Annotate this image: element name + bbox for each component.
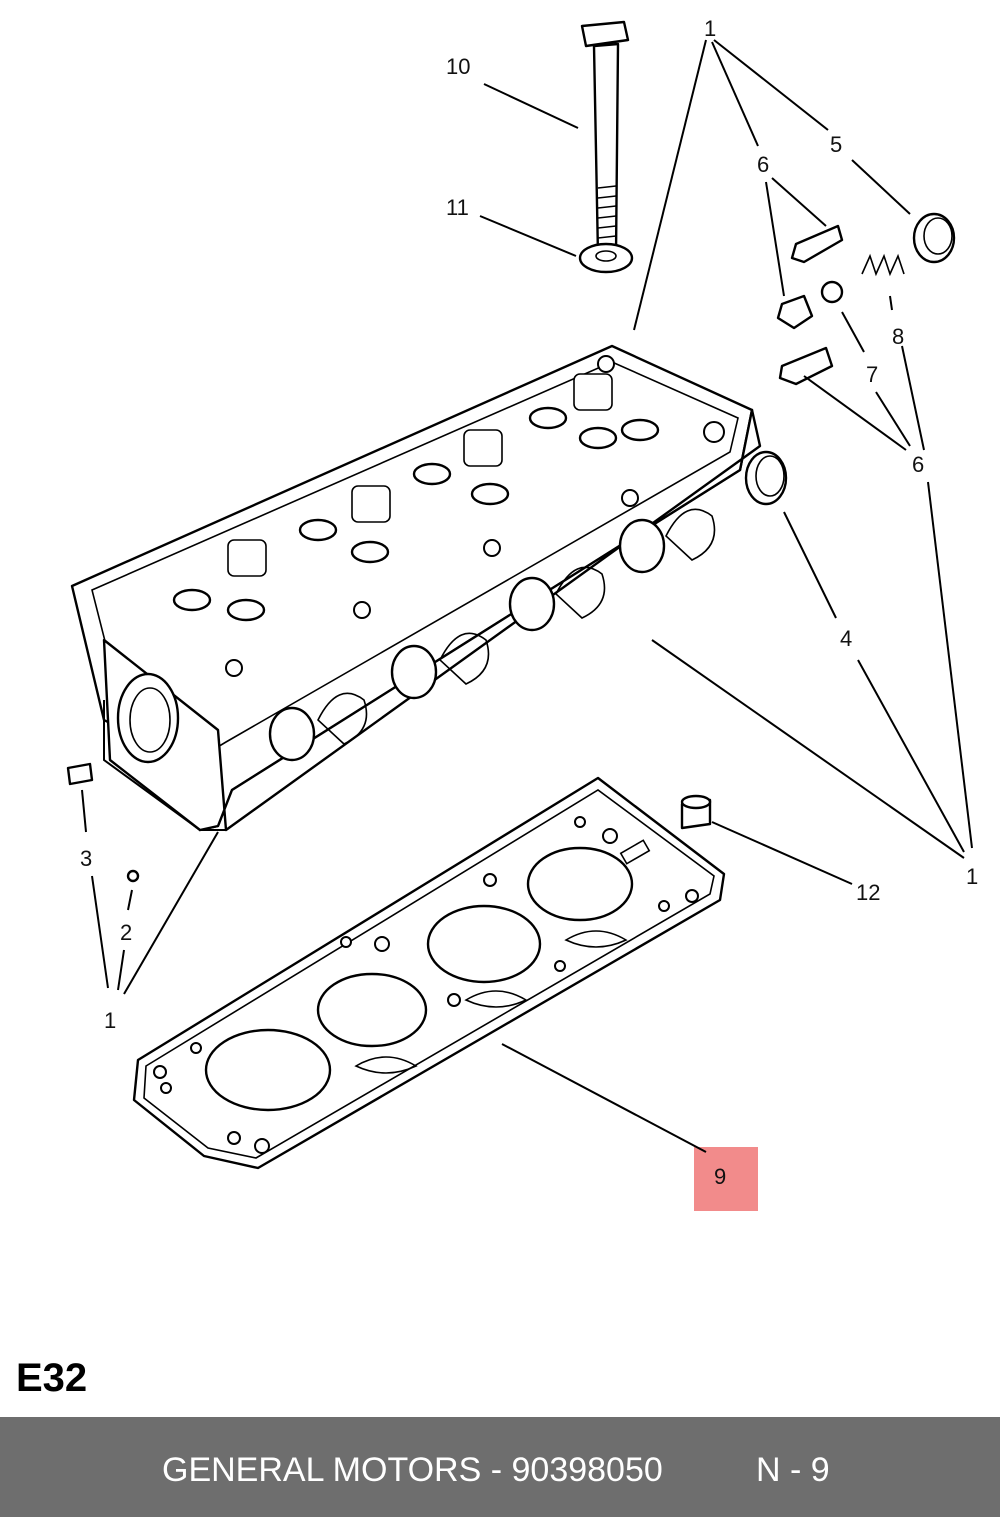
leader-lines: [81, 39, 973, 1153]
spring-8: [861, 253, 905, 277]
head-bolt: [580, 20, 630, 258]
callout-1-left: 1: [104, 1008, 116, 1033]
callout-11: 11: [446, 195, 469, 220]
callout-6-top: 6: [757, 152, 769, 177]
clip-lower: [778, 346, 834, 386]
callout-10: 10: [446, 54, 470, 79]
callout-9: 9: [714, 1164, 726, 1189]
plug-3: [66, 762, 94, 786]
cap-plug-5: [912, 212, 956, 264]
ring-2: [126, 869, 140, 883]
callout-8: 8: [892, 324, 904, 349]
callout-12: 12: [856, 880, 880, 905]
cap-plug-4: [744, 450, 788, 506]
head-gasket: [132, 776, 726, 1170]
ball-7: [820, 280, 844, 304]
exploded-parts-diagram: 10 11 1 5 6 8 7 6 4 1 12 3 2 1 9: [66, 16, 978, 1211]
callout-7: 7: [866, 362, 878, 387]
callout-6-mid: 6: [912, 452, 924, 477]
callout-1-top: 1: [704, 16, 716, 41]
reference-label: N - 9: [756, 1451, 830, 1489]
cylinder-head-drawing: [70, 344, 762, 832]
diagram-code: E32: [16, 1356, 88, 1400]
callout-9-highlight: [694, 1147, 758, 1211]
adjuster-6: [776, 294, 814, 330]
part-number-label: GENERAL MOTORS - 90398050: [162, 1451, 663, 1489]
callout-1-right: 1: [966, 864, 978, 889]
clip-upper: [790, 224, 844, 264]
footer-bar: GENERAL MOTORS - 90398050 N - 9: [0, 1417, 1000, 1517]
callout-3: 3: [80, 846, 92, 871]
dowel-12: [680, 794, 712, 830]
callout-4: 4: [840, 626, 852, 651]
callout-2: 2: [120, 920, 132, 945]
callout-5: 5: [830, 132, 842, 157]
bolt-washer: [578, 242, 634, 274]
